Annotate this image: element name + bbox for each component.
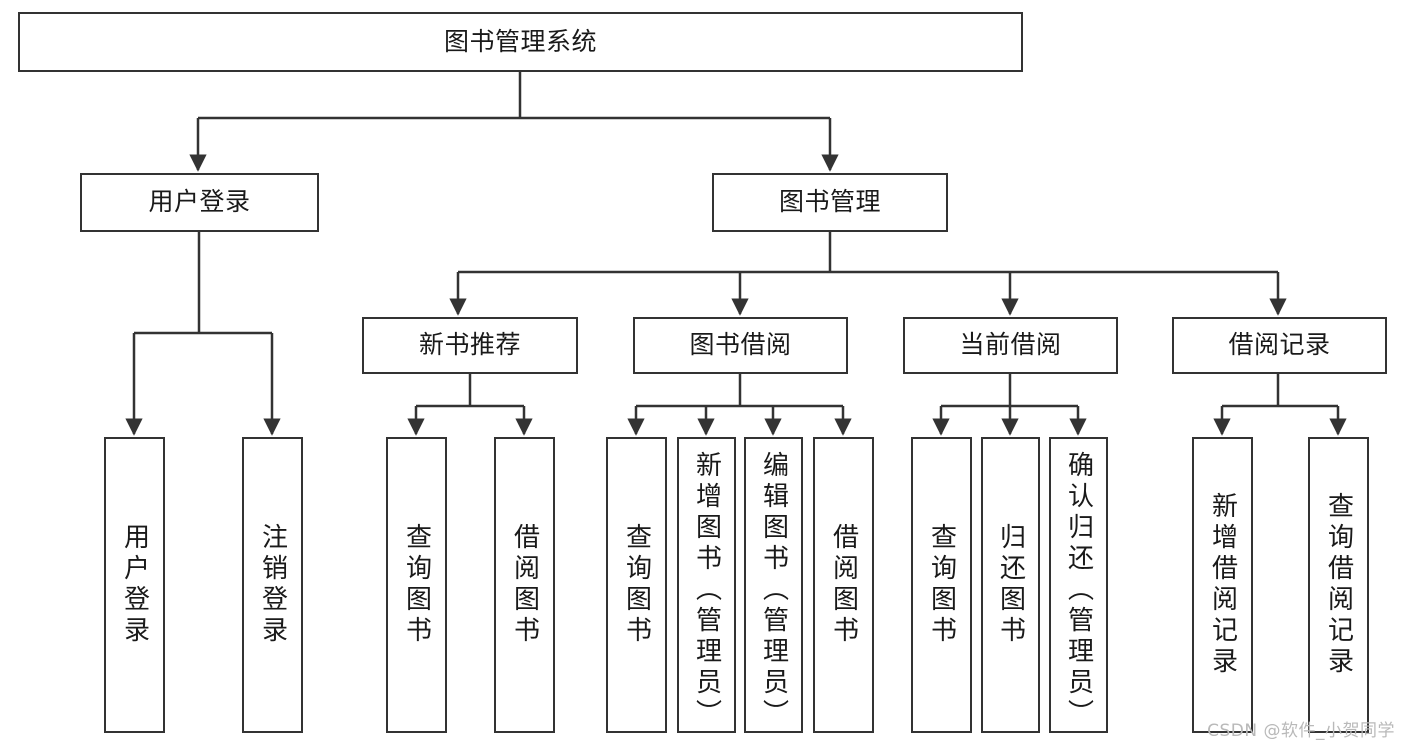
node-user-login[interactable]: 用户登录	[80, 173, 319, 232]
node-leaf-add-book[interactable]: 新增图书（管理员）	[677, 437, 736, 733]
node-leaf-add-book-label: 新增图书（管理员）	[691, 451, 722, 730]
node-leaf-query-book-3-label: 查询图书	[926, 523, 957, 647]
node-root-system-label: 图书管理系统	[443, 26, 597, 56]
node-leaf-add-record[interactable]: 新增借阅记录	[1192, 437, 1253, 733]
node-leaf-user-login-label: 用户登录	[119, 523, 150, 647]
node-leaf-query-book-1[interactable]: 查询图书	[386, 437, 447, 733]
watermark-text: CSDN @软件_小贺同学	[1207, 721, 1395, 741]
node-current-borrow[interactable]: 当前借阅	[903, 317, 1118, 374]
node-root-system[interactable]: 图书管理系统	[18, 12, 1023, 72]
node-leaf-query-book-3[interactable]: 查询图书	[911, 437, 972, 733]
node-new-book-recommend[interactable]: 新书推荐	[362, 317, 578, 374]
node-borrow-record-label: 借阅记录	[1228, 330, 1331, 360]
node-leaf-return-book[interactable]: 归还图书	[981, 437, 1040, 733]
node-current-borrow-label: 当前借阅	[959, 330, 1062, 360]
node-leaf-confirm-return[interactable]: 确认归还（管理员）	[1049, 437, 1108, 733]
node-book-borrow[interactable]: 图书借阅	[633, 317, 848, 374]
node-leaf-borrow-book-2-label: 借阅图书	[828, 523, 859, 647]
node-leaf-return-book-label: 归还图书	[995, 523, 1026, 647]
node-leaf-query-book-2-label: 查询图书	[621, 523, 652, 647]
node-leaf-user-login[interactable]: 用户登录	[104, 437, 165, 733]
node-leaf-borrow-book-1[interactable]: 借阅图书	[494, 437, 555, 733]
node-leaf-query-record-label: 查询借阅记录	[1323, 492, 1354, 678]
node-leaf-confirm-return-label: 确认归还（管理员）	[1063, 451, 1094, 730]
node-new-book-recommend-label: 新书推荐	[418, 330, 521, 360]
node-leaf-edit-book-label: 编辑图书（管理员）	[758, 451, 789, 730]
node-book-borrow-label: 图书借阅	[689, 330, 792, 360]
node-book-manage[interactable]: 图书管理	[712, 173, 948, 232]
node-leaf-logout-label: 注销登录	[257, 523, 288, 647]
node-leaf-add-record-label: 新增借阅记录	[1207, 492, 1238, 678]
node-leaf-borrow-book-1-label: 借阅图书	[509, 523, 540, 647]
node-leaf-edit-book[interactable]: 编辑图书（管理员）	[744, 437, 803, 733]
node-user-login-label: 用户登录	[148, 187, 251, 217]
node-leaf-query-book-1-label: 查询图书	[401, 523, 432, 647]
node-book-manage-label: 图书管理	[778, 187, 881, 217]
node-leaf-query-book-2[interactable]: 查询图书	[606, 437, 667, 733]
node-leaf-borrow-book-2[interactable]: 借阅图书	[813, 437, 874, 733]
node-leaf-logout[interactable]: 注销登录	[242, 437, 303, 733]
node-borrow-record[interactable]: 借阅记录	[1172, 317, 1387, 374]
node-leaf-query-record[interactable]: 查询借阅记录	[1308, 437, 1369, 733]
